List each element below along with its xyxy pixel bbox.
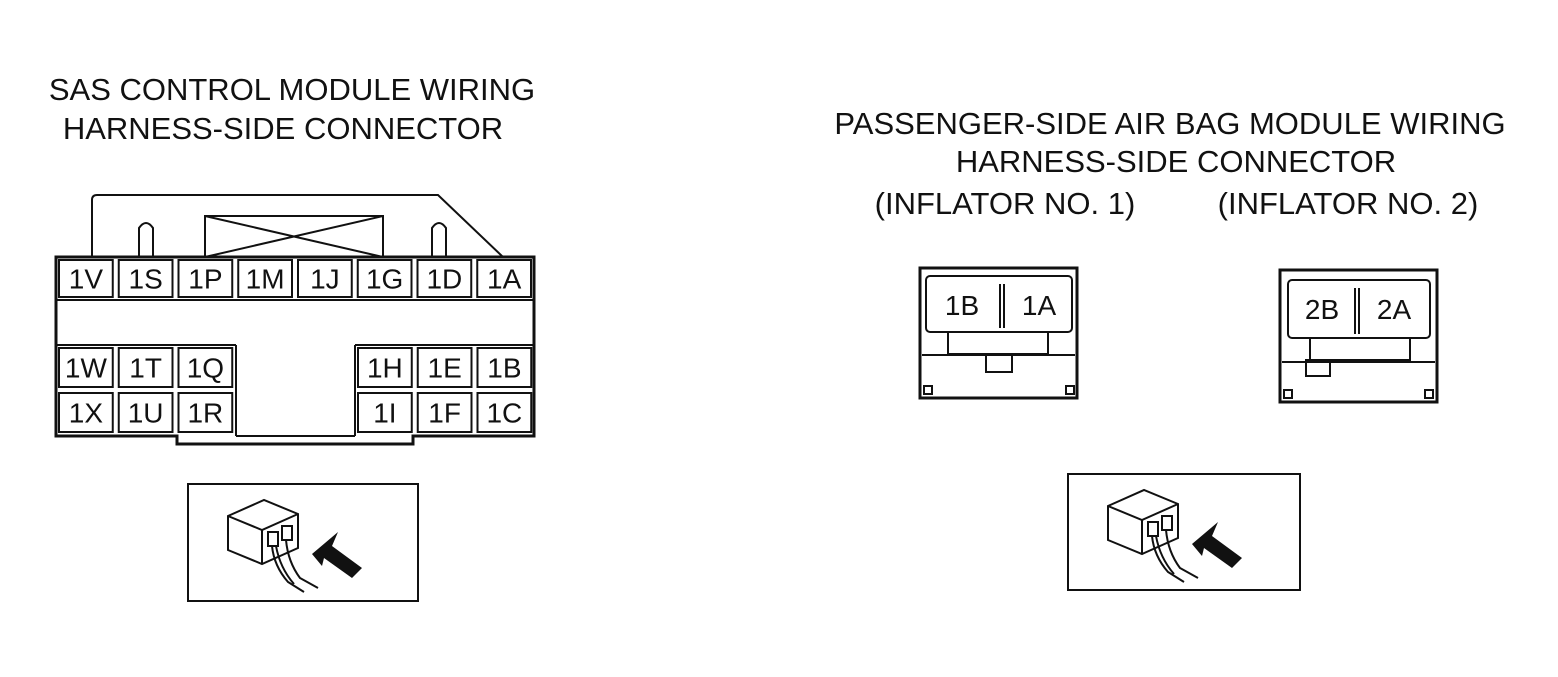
sas-pin-1j: 1J	[310, 264, 340, 295]
sas-pin-1s: 1S	[129, 264, 163, 295]
sas-pin-1s-cell	[117, 259, 174, 298]
sas-pin-1c-cell	[476, 392, 533, 433]
sas-pin-1f-cell	[416, 392, 473, 433]
sas-pin-1e: 1E	[428, 353, 462, 384]
inflator2-label: (INFLATOR NO. 2)	[1218, 186, 1479, 221]
sas-pin-1d-cell	[416, 259, 473, 298]
inflator1-label: (INFLATOR NO. 1)	[875, 186, 1136, 221]
sas-pin-1j-cell	[297, 259, 353, 298]
inflator1-connector: 1B 1A	[918, 266, 1079, 400]
sas-connector: 1V 1S 1P 1M 1J 1G 1D 1A 1W 1T 1Q 1X 1U 1R 1H 1E 1B 1I 1F 1C	[54, 194, 536, 446]
sas-pin-1u: 1U	[128, 398, 164, 429]
sas-pin-1d: 1D	[426, 264, 462, 295]
sas-pin-1r: 1R	[187, 398, 223, 429]
sas-title-line1: SAS CONTROL MODULE WIRING	[49, 72, 535, 107]
sas-pin-1h-cell	[357, 347, 413, 388]
sas-pin-1i: 1I	[373, 398, 396, 429]
sas-pin-1r-cell	[177, 392, 234, 433]
sas-pin-1u-cell	[117, 392, 174, 433]
sas-pin-1m: 1M	[246, 264, 285, 295]
harness-connector-probe-icon	[1067, 473, 1301, 591]
inflator1-pin-1a: 1A	[1022, 290, 1057, 321]
sas-pin-1w: 1W	[65, 353, 108, 384]
sas-connector-hood	[91, 194, 504, 258]
sas-pin-1i-cell	[357, 392, 413, 433]
sas-pin-1t-cell	[117, 347, 174, 388]
sas-pin-1a: 1A	[487, 264, 522, 295]
inflator2-pin-2a: 2A	[1377, 294, 1412, 325]
sas-pin-1b: 1B	[487, 353, 521, 384]
sas-pin-1t: 1T	[129, 353, 162, 384]
sas-connector-body	[54, 255, 536, 446]
sas-pin-1a-cell	[476, 259, 532, 298]
sas-pin-1e-cell	[416, 347, 473, 388]
inflator2-pin-2b: 2B	[1305, 294, 1339, 325]
airbag-title-line1: PASSENGER-SIDE AIR BAG MODULE WIRING	[834, 106, 1505, 141]
sas-pin-1q-cell	[177, 347, 234, 388]
sas-pin-1v: 1V	[69, 264, 104, 295]
sas-latch-right	[431, 222, 447, 257]
sas-pin-1x-cell	[58, 392, 114, 433]
inflator1-pin-1b: 1B	[945, 290, 979, 321]
inflator2-connector: 2B 2A	[1278, 268, 1439, 404]
sas-pin-1m-cell	[237, 259, 293, 298]
sas-latch-left	[138, 222, 154, 257]
sas-title-line2: HARNESS-SIDE CONNECTOR	[63, 111, 503, 146]
sas-pin-1f: 1F	[428, 398, 461, 429]
sas-pin-1x: 1X	[69, 398, 104, 429]
sas-pin-1g-cell	[356, 259, 413, 298]
sas-pin-1h: 1H	[367, 353, 403, 384]
sas-pin-1g: 1G	[366, 264, 403, 295]
sas-pin-1v-cell	[58, 259, 114, 298]
sas-pin-1c: 1C	[486, 398, 522, 429]
airbag-title-line2: HARNESS-SIDE CONNECTOR	[956, 144, 1396, 179]
sas-pin-1w-cell	[58, 347, 114, 388]
sas-pin-1b-cell	[476, 347, 533, 388]
harness-connector-probe-icon	[187, 483, 419, 602]
sas-pin-1p-cell	[177, 259, 234, 298]
sas-pin-1q: 1Q	[187, 353, 224, 384]
sas-pin-1p: 1P	[188, 264, 222, 295]
